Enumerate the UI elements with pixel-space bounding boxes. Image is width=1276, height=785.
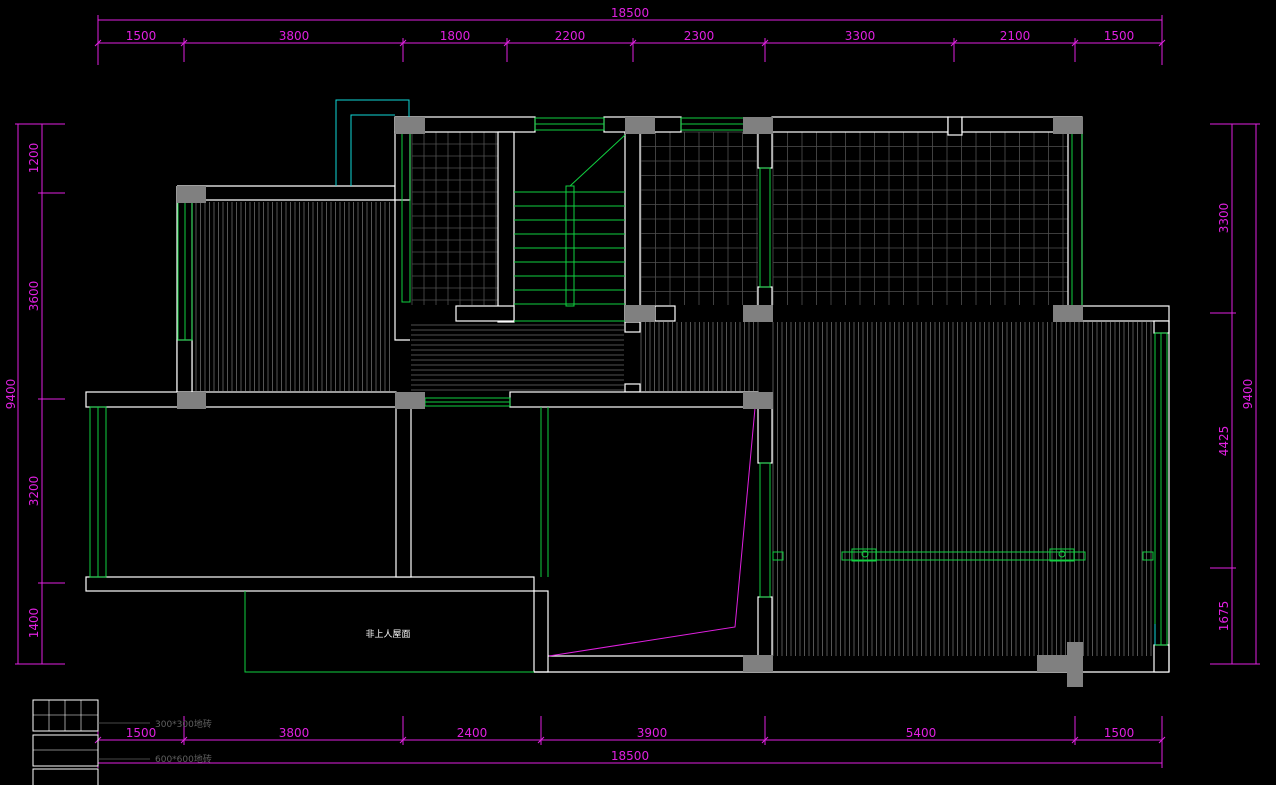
legend-label-600: 600*600地砖 bbox=[155, 753, 212, 765]
legend: 300*300地砖 600*600地砖 bbox=[32, 699, 212, 785]
bottom-dim-2: 3800 bbox=[279, 726, 310, 740]
top-dim-6: 3300 bbox=[845, 29, 876, 43]
column bbox=[1053, 117, 1083, 134]
top-dimension-chain: 18500 1500 3800 1800 2200 2300 3300 2100… bbox=[94, 6, 1166, 65]
column bbox=[177, 392, 206, 409]
bottom-dim-4: 3900 bbox=[637, 726, 668, 740]
bottom-dim-5: 5400 bbox=[906, 726, 937, 740]
columns bbox=[177, 117, 1083, 687]
legend-swatch-3 bbox=[32, 768, 99, 785]
legend-label-300: 300*300地砖 bbox=[155, 718, 212, 730]
left-dim-4: 1400 bbox=[27, 608, 41, 639]
top-dim-2: 3800 bbox=[279, 29, 310, 43]
left-dim-3: 3200 bbox=[27, 476, 41, 507]
right-dim-2: 4425 bbox=[1217, 426, 1231, 457]
section-outline bbox=[548, 407, 756, 657]
left-dimension-chain: 9400 1200 3600 3200 1400 bbox=[4, 123, 65, 665]
column bbox=[625, 117, 655, 134]
column bbox=[177, 186, 206, 203]
cyan-lines bbox=[335, 99, 1156, 645]
right-dim-1: 3300 bbox=[1217, 203, 1231, 234]
column bbox=[395, 117, 425, 134]
column bbox=[1067, 642, 1083, 687]
column bbox=[1037, 655, 1067, 672]
right-dim-3: 1675 bbox=[1217, 601, 1231, 632]
right-overall-dimension: 9400 bbox=[1241, 379, 1255, 410]
column bbox=[625, 305, 655, 322]
left-dim-1: 1200 bbox=[27, 143, 41, 174]
room-label-roof: 非上人屋面 bbox=[365, 628, 410, 640]
top-overall-dimension: 18500 bbox=[611, 6, 649, 20]
column bbox=[743, 117, 773, 134]
windows-and-fixtures bbox=[89, 117, 1168, 673]
top-dim-8: 1500 bbox=[1104, 29, 1135, 43]
bottom-dim-1: 1500 bbox=[126, 726, 157, 740]
column bbox=[743, 305, 773, 322]
legend-swatch-300 bbox=[32, 699, 99, 732]
right-dimension-chain: 3300 4425 1675 9400 bbox=[1210, 123, 1260, 665]
top-dim-4: 2200 bbox=[555, 29, 586, 43]
column bbox=[743, 392, 773, 409]
top-dim-1: 1500 bbox=[126, 29, 157, 43]
bottom-overall-dimension: 18500 bbox=[611, 749, 649, 763]
bottom-dim-6: 1500 bbox=[1104, 726, 1135, 740]
bottom-dim-3: 2400 bbox=[457, 726, 488, 740]
column bbox=[395, 392, 425, 409]
top-dim-7: 2100 bbox=[1000, 29, 1031, 43]
legend-swatch-600 bbox=[32, 734, 99, 767]
bottom-dimension-chain: 1500 3800 2400 3900 5400 1500 18500 bbox=[94, 716, 1166, 768]
left-overall-dimension: 9400 bbox=[4, 379, 18, 410]
left-dim-2: 3600 bbox=[27, 281, 41, 312]
column bbox=[743, 655, 773, 672]
walls bbox=[85, 116, 1170, 673]
floor-hatching bbox=[195, 131, 1152, 656]
top-dim-3: 1800 bbox=[440, 29, 471, 43]
column bbox=[1053, 305, 1083, 322]
top-dim-5: 2300 bbox=[684, 29, 715, 43]
